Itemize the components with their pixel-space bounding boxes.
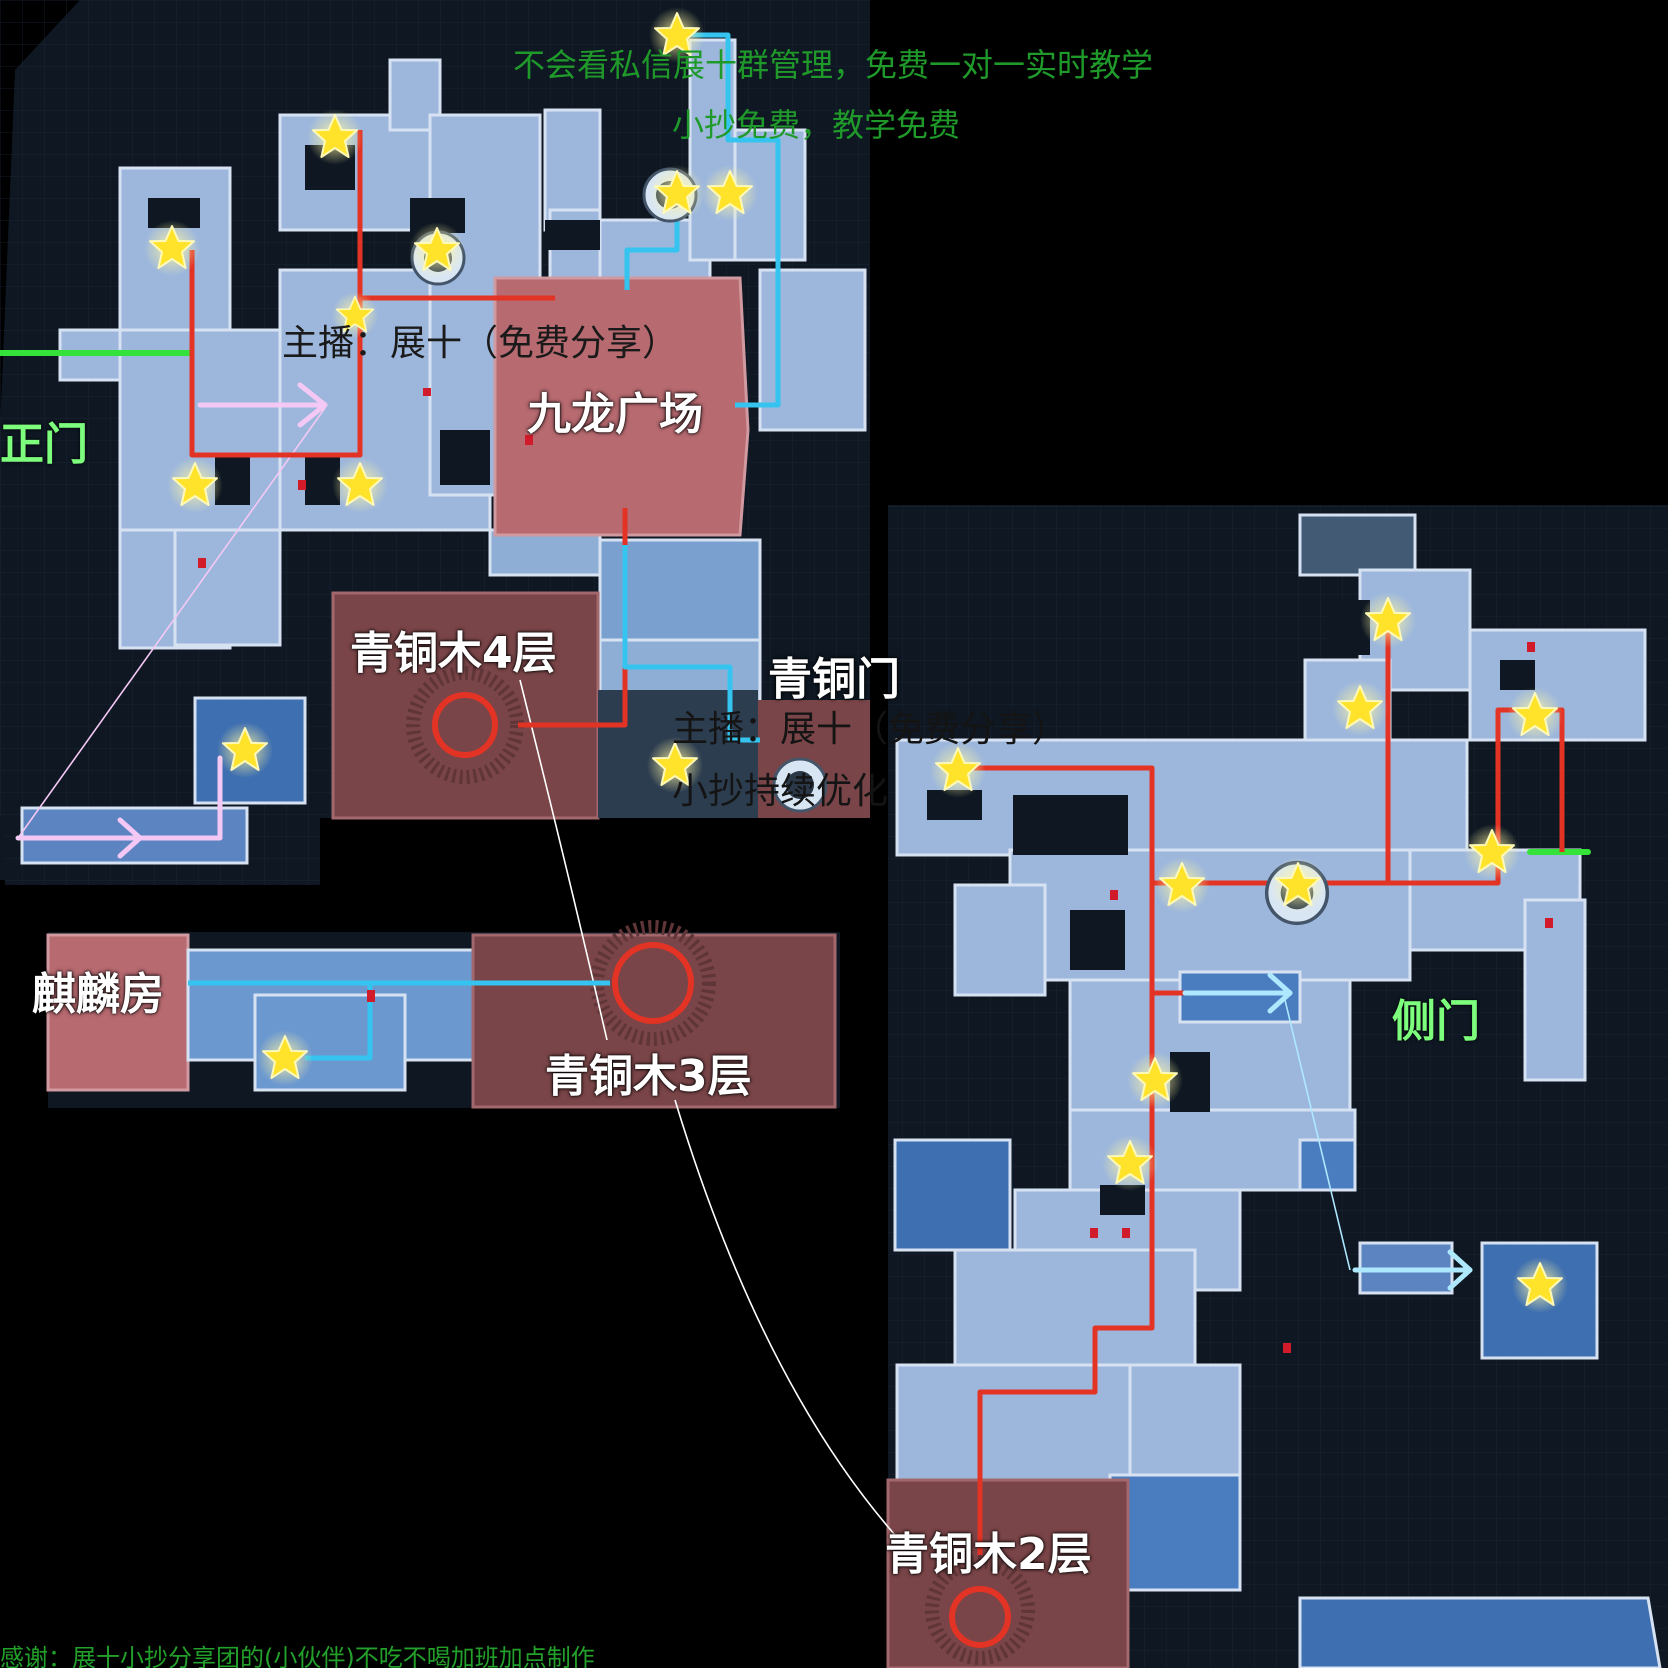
jiulong-plaza-label: 九龙广场: [527, 389, 703, 440]
item-markers: [198, 388, 1553, 1353]
bronze-wood-2-room: [886, 1478, 1130, 1668]
watermark-3: 小抄持续优化: [672, 771, 889, 812]
watermark-2: 主播：展十（免费分享）: [672, 709, 1069, 750]
route-pink: [15, 382, 328, 859]
bronze-wood-markers: [432, 692, 1011, 1648]
header-line-1: 不会看私信展十群管理，免费一对一实时教学: [513, 46, 1154, 84]
watermark-1: 主播：展十（免费分享）: [282, 323, 679, 364]
jiulong-plaza-room: [493, 276, 750, 537]
door-markers: [0, 350, 1591, 855]
header-line-2: 小抄免费，教学免费: [672, 106, 961, 144]
bronze-wood-4-label: 青铜木4层: [350, 628, 557, 679]
lower-left-panel: [5, 667, 320, 885]
right-map-rooms: [893, 513, 1662, 1668]
bronze-wood-3-label: 青铜木3层: [545, 1051, 752, 1102]
qilin-room-label: 麒麟房: [32, 969, 164, 1020]
footer-credit: 感谢：展十小抄分享团的(小伙伴)不吃不喝加班加点制作: [0, 1644, 595, 1668]
main-door-label: 正门: [0, 419, 88, 470]
bronze-gate-label: 青铜门: [768, 654, 900, 705]
bronze-wood-2-label: 青铜木2层: [885, 1529, 1092, 1580]
route-lightblue: [1182, 972, 1473, 1291]
side-door-label: 侧门: [1392, 996, 1480, 1047]
connector-lines: [17, 407, 1351, 1536]
upper-map-voids: [148, 145, 600, 505]
qilin-strip: [46, 920, 837, 1109]
